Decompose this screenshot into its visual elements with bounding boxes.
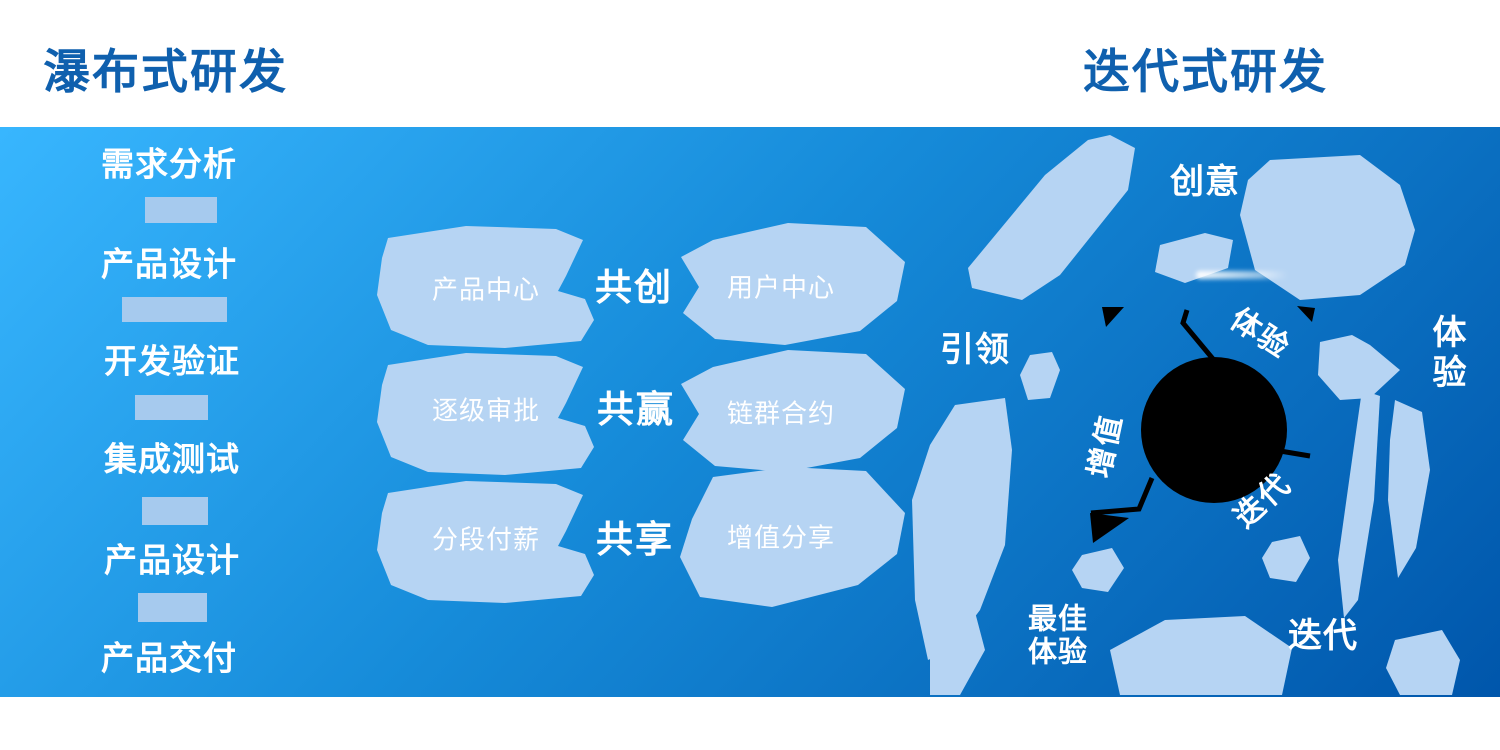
- floe-small-left: [1020, 352, 1060, 400]
- floe-shard-topleft: [968, 135, 1135, 300]
- floe-tall-left: [912, 398, 1012, 660]
- cycle-arrow-line-right: [1267, 446, 1311, 459]
- floe-segment-pay: [377, 481, 594, 603]
- cycle-arrowhead-topright: [1297, 306, 1315, 322]
- connector-rect: [135, 395, 208, 420]
- floe-bottomcenter: [1110, 616, 1292, 695]
- floe-product-center: [377, 226, 594, 348]
- cycle-arrowhead-bottomleft: [1090, 513, 1129, 543]
- floe-label-product-center: 产品中心: [431, 275, 541, 306]
- waterfall-step-2: 产品设计: [101, 244, 237, 284]
- diagram-shapes: [122, 135, 1460, 695]
- relation-label-cocreate: 共创: [595, 266, 673, 310]
- waterfall-step-6: 产品交付: [101, 638, 237, 678]
- floe-user-center: [681, 223, 905, 345]
- floe-small-above-iteration: [1262, 536, 1310, 582]
- diagram-band: [0, 127, 1500, 697]
- floe-label-segment-pay: 分段付薪: [431, 525, 541, 556]
- waterfall-step-3: 开发验证: [104, 341, 240, 381]
- floe-small-below-triangle: [1072, 548, 1124, 592]
- floe-small-center: [1155, 233, 1233, 283]
- floe-small-right: [1318, 335, 1400, 400]
- floe-label-approval: 逐级审批: [431, 396, 541, 427]
- waterfall-step-5: 产品设计: [104, 540, 240, 580]
- outer-label-leading: 引领: [940, 329, 1010, 370]
- cycle-arrow-line-top: [1180, 309, 1215, 361]
- floe-chain-contract: [681, 350, 905, 472]
- connector-rect: [122, 297, 227, 322]
- floe-label-chain-contract: 链群合约: [726, 399, 836, 430]
- floe-topright: [1240, 155, 1415, 300]
- connector-rect: [145, 197, 217, 223]
- outer-label-iteration: 迭代: [1288, 615, 1358, 656]
- floe-bottomright: [1386, 630, 1460, 695]
- relation-label-winwin: 共赢: [597, 388, 675, 432]
- iterative-title: 迭代式研发: [1083, 45, 1328, 100]
- hub-circle: [1141, 357, 1287, 503]
- waterfall-connectors: [122, 197, 227, 622]
- waterfall-step-1: 需求分析: [101, 144, 237, 184]
- connector-rect: [142, 497, 208, 525]
- iteration-hub: [1090, 306, 1315, 543]
- floe-label-value-share: 增值分享: [726, 523, 836, 554]
- outer-label-experience: 体验: [1432, 312, 1468, 393]
- floe-approval: [377, 353, 594, 475]
- highlight-streak: [1196, 271, 1288, 279]
- floe-value-share: [680, 467, 905, 607]
- floe-shard-right1: [1338, 390, 1380, 618]
- floe-shard-right2: [1388, 400, 1430, 578]
- waterfall-step-4: 集成测试: [104, 439, 240, 479]
- outer-label-creativity: 创意: [1170, 161, 1240, 202]
- outer-label-best-experience: 最佳 体验: [1027, 601, 1089, 669]
- waterfall-title: 瀑布式研发: [43, 45, 288, 100]
- iterative-floes: [912, 135, 1460, 695]
- cycle-arrow-line-bottomleft: [1090, 477, 1155, 516]
- floe-label-user-center: 用户中心: [726, 273, 836, 304]
- relation-label-share: 共享: [596, 518, 674, 562]
- connector-rect: [138, 593, 207, 622]
- floe-bottomleft: [930, 612, 985, 695]
- cycle-arrowhead-topleft: [1102, 307, 1124, 327]
- middle-floes: [377, 223, 905, 607]
